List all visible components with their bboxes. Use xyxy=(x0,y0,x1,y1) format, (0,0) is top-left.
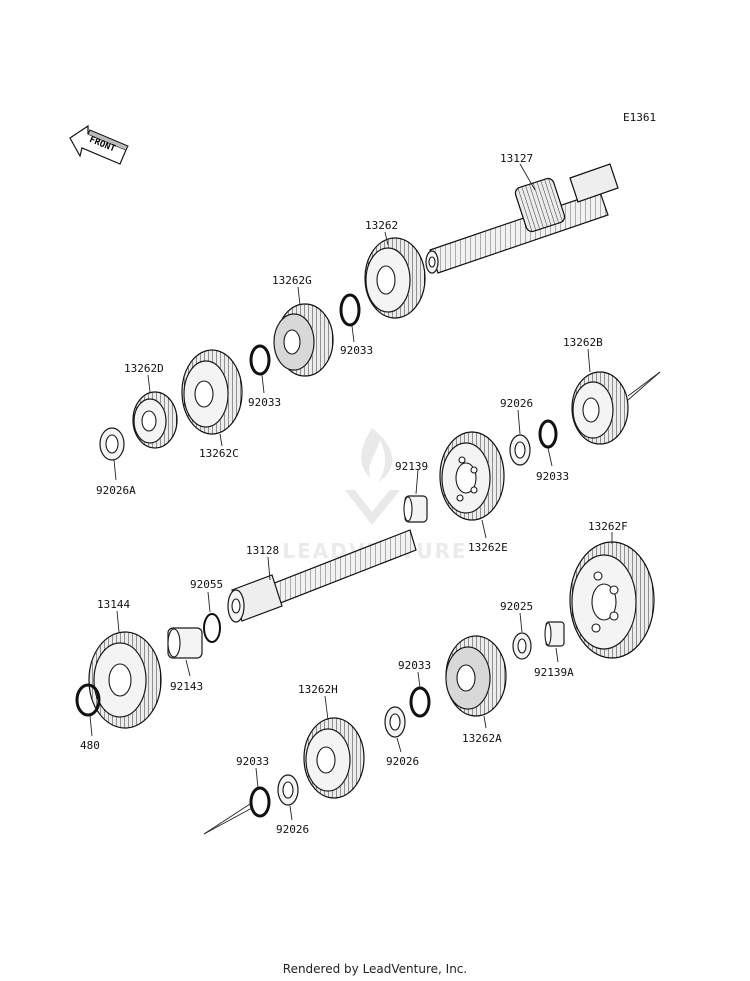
label-92139: 92139 xyxy=(395,460,428,473)
label-480: 480 xyxy=(80,739,100,752)
label-92033-d: 92033 xyxy=(398,659,431,672)
gear-13262d xyxy=(132,391,178,449)
label-92026a: 92026A xyxy=(96,484,136,497)
label-92033-e: 92033 xyxy=(236,755,269,768)
label-13262a: 13262A xyxy=(462,732,502,745)
washer-92026-bottom xyxy=(277,774,299,806)
washer-92026-lower-mid xyxy=(384,706,406,738)
label-92026-a: 92026 xyxy=(500,397,533,410)
circlip-92033-right xyxy=(538,419,558,449)
front-arrow-icon: FRONT xyxy=(69,124,129,165)
bushing-92139 xyxy=(403,495,428,523)
label-13127: 13127 xyxy=(500,152,533,165)
gear-13262h xyxy=(303,717,365,799)
label-13262c: 13262C xyxy=(199,447,239,460)
washer-92026a xyxy=(99,427,125,461)
leadventure-watermark: LEADVENTURE xyxy=(282,428,466,563)
diagram-code: E1361 xyxy=(623,111,656,124)
collar-92143 xyxy=(167,627,203,659)
label-92055: 92055 xyxy=(190,578,223,591)
label-92139a: 92139A xyxy=(534,666,574,679)
label-92033-a: 92033 xyxy=(340,344,373,357)
gear-13262g xyxy=(273,303,334,377)
gear-13262e xyxy=(439,431,505,521)
label-13262h: 13262H xyxy=(298,683,338,696)
label-13262f: 13262F xyxy=(588,520,628,533)
circlip-92033-lower-mid xyxy=(409,686,431,718)
circlip-92033-bottom xyxy=(249,786,271,818)
label-13128: 13128 xyxy=(246,544,279,557)
label-13262: 13262 xyxy=(365,219,398,232)
label-92025: 92025 xyxy=(500,600,533,613)
gear-13262a xyxy=(445,635,507,717)
washer-92026-right xyxy=(509,434,531,466)
bushing-92139a xyxy=(544,621,565,647)
gear-13262f xyxy=(569,541,655,659)
gear-13262b xyxy=(571,371,629,445)
label-13262d: 13262D xyxy=(124,362,164,375)
mainshaft-13128 xyxy=(227,529,417,623)
label-13262g: 13262G xyxy=(272,274,312,287)
countershaft-13127 xyxy=(425,163,619,274)
label-92033-b: 92033 xyxy=(248,396,281,409)
oring-92055 xyxy=(203,613,221,643)
label-92026-c: 92026 xyxy=(276,823,309,836)
circlip-92033-second xyxy=(249,344,271,376)
gear-13262 xyxy=(364,237,426,319)
label-13144: 13144 xyxy=(97,598,130,611)
sprocket-13144 xyxy=(88,631,162,729)
label-92033-c: 92033 xyxy=(536,470,569,483)
gear-13262c xyxy=(181,349,243,435)
washer-92025 xyxy=(512,632,532,660)
label-13262e: 13262E xyxy=(468,541,508,554)
label-92143: 92143 xyxy=(170,680,203,693)
footer-credit: Rendered by LeadVenture, Inc. xyxy=(282,962,468,976)
circlip-92033-upper xyxy=(339,293,361,327)
label-92026-b: 92026 xyxy=(386,755,419,768)
circlip-480 xyxy=(75,683,101,717)
label-13262b: 13262B xyxy=(563,336,603,349)
